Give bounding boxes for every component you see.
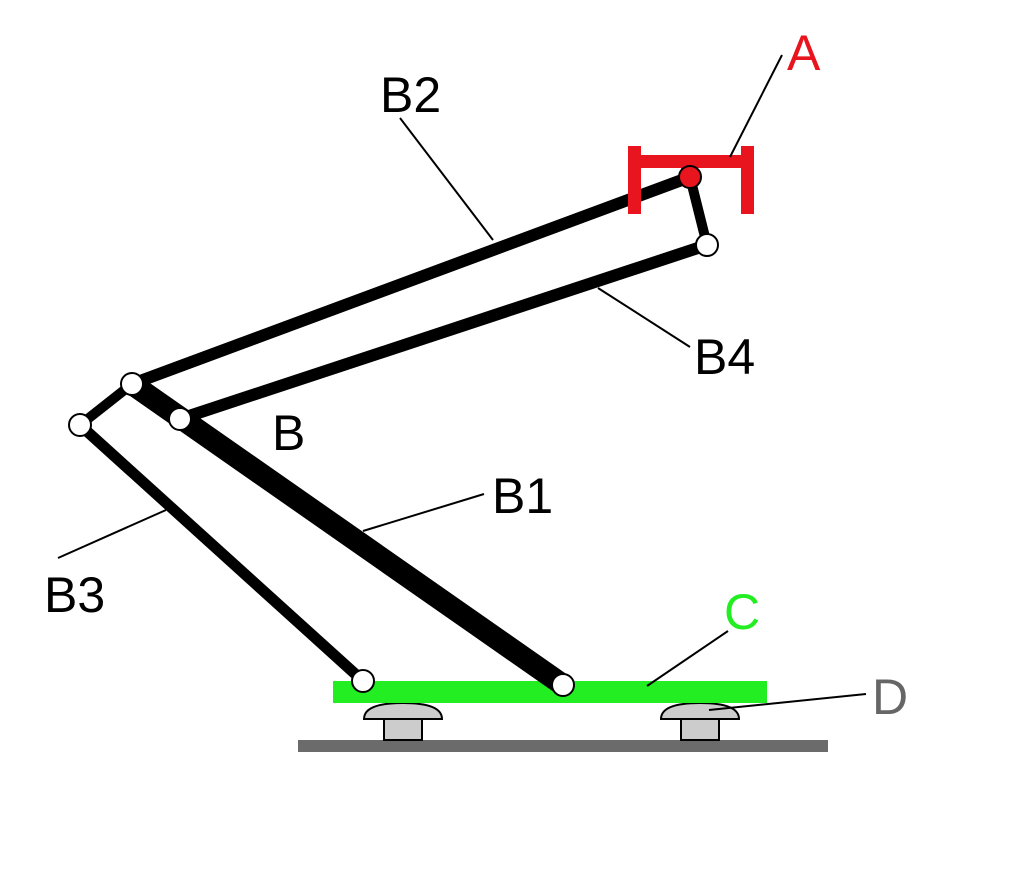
leader-a	[729, 54, 783, 158]
label-b4: B4	[694, 329, 755, 385]
label-b3: B3	[44, 567, 105, 623]
arm-b1	[121, 373, 574, 696]
leader-b4	[597, 287, 691, 348]
leader-b3	[57, 509, 167, 559]
leader-b2	[399, 117, 494, 241]
leader-d	[708, 693, 867, 711]
insulator-left	[362, 701, 444, 741]
joint-b4-right	[695, 233, 719, 257]
joint-head	[678, 165, 702, 189]
label-b2: B2	[380, 67, 441, 123]
label-b1: B1	[492, 468, 553, 524]
roof	[298, 740, 828, 752]
joint-b1-base	[551, 673, 575, 697]
base-frame	[333, 681, 767, 703]
joint-b4-left	[168, 407, 192, 431]
joint-b3-top	[68, 413, 92, 437]
joint-b1-top	[120, 372, 144, 396]
label-c: C	[724, 584, 760, 640]
leader-c	[646, 630, 729, 687]
arm-b3	[74, 419, 369, 687]
joint-b3-base	[351, 669, 375, 693]
arm-b4	[174, 239, 713, 425]
label-b: B	[272, 405, 305, 461]
insulator-right	[659, 701, 741, 741]
arm-b2	[126, 171, 696, 390]
label-d: D	[872, 669, 908, 725]
leader-b1	[362, 493, 485, 532]
label-a: A	[787, 25, 821, 81]
